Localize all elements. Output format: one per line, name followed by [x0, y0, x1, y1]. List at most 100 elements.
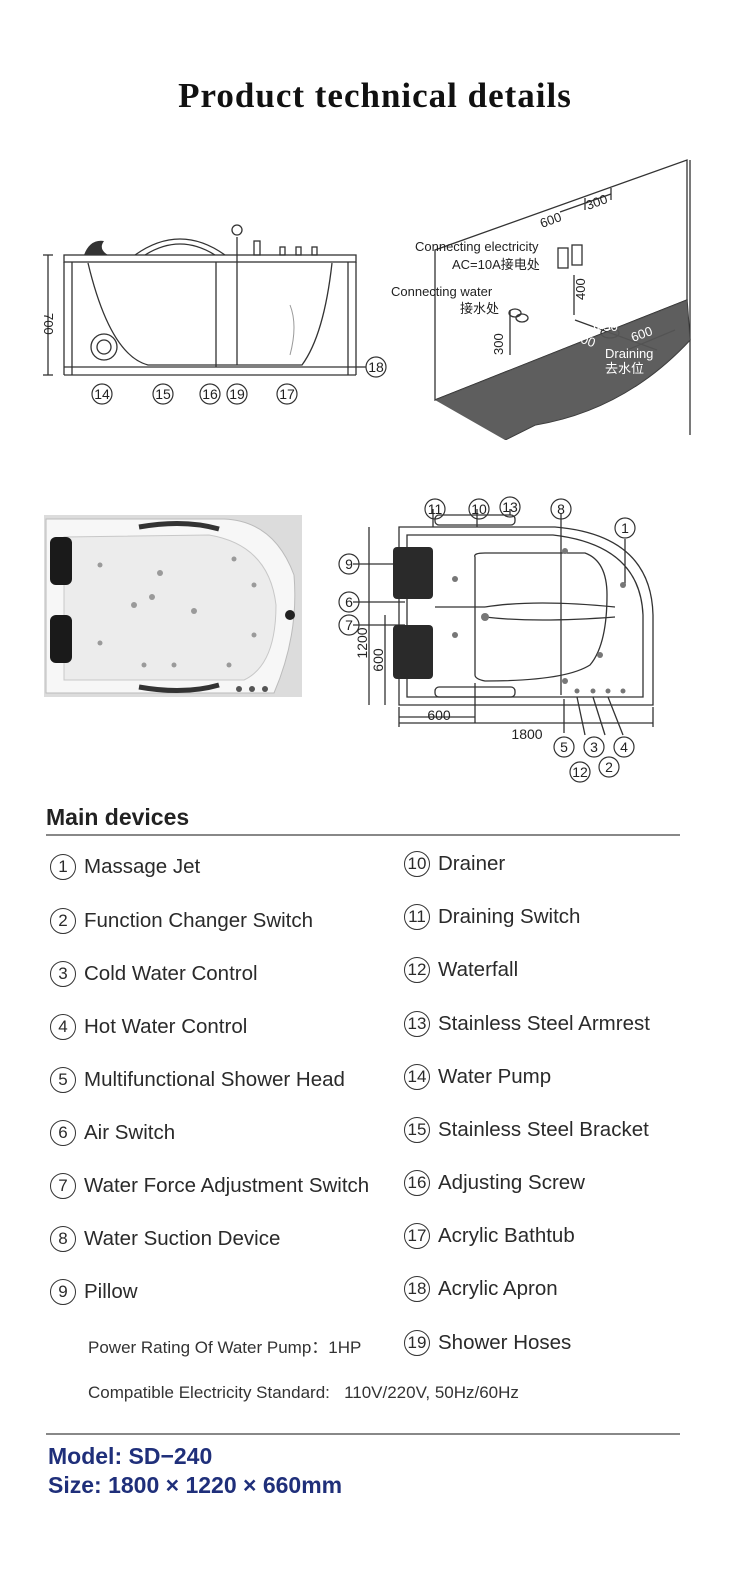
device-number: 10: [404, 851, 430, 877]
device-label: Water Suction Device: [84, 1227, 281, 1250]
device-label: Stainless Steel Armrest: [438, 1012, 650, 1035]
page-title: Product technical details: [178, 76, 572, 115]
device-label: Adjusting Screw: [438, 1171, 585, 1194]
electricity-value: 110V/220V, 50Hz/60Hz: [344, 1383, 519, 1402]
device-label: Drainer: [438, 852, 506, 875]
device-number: 4: [50, 1014, 76, 1040]
connecting-water-cn-label: 接水处: [460, 301, 499, 316]
electricity-spec: Compatible Electricity Standard: 110V/22…: [88, 1383, 519, 1403]
device-item-2: 2 Function Changer Switch: [50, 908, 313, 934]
draining-label: Draining: [605, 346, 653, 361]
draining-cn-label: 去水位: [605, 361, 644, 376]
callout-13: 13: [502, 499, 518, 515]
connecting-water-label: Connecting water: [391, 284, 493, 299]
device-label: Shower Hoses: [438, 1331, 572, 1354]
device-label: Waterfall: [438, 958, 519, 981]
callout-2: 2: [605, 759, 613, 775]
device-item-7: 7 Water Force Adjustment Switch: [50, 1173, 369, 1199]
callout-17: 17: [279, 386, 295, 402]
callout-7: 7: [345, 617, 353, 633]
device-number: 18: [404, 1276, 430, 1302]
plan-view-drawing: 11 10 13 8 1 9 6 7 5 3 4 12 2 1200 600 6…: [338, 496, 654, 783]
install-dim-300-side: 300: [491, 333, 506, 355]
callout-8: 8: [557, 501, 565, 517]
device-label: Hot Water Control: [84, 1015, 248, 1038]
device-label: Cold Water Control: [84, 962, 258, 985]
plan-dim-1800: 1800: [511, 726, 542, 742]
callout-16: 16: [202, 386, 218, 402]
install-dim-600-right: 600: [629, 323, 655, 345]
device-number: 6: [50, 1120, 76, 1146]
device-item-12: 12 Waterfall: [404, 957, 518, 983]
device-item-18: 18 Acrylic Apron: [404, 1276, 558, 1302]
device-item-4: 4 Hot Water Control: [50, 1014, 247, 1040]
device-label: Draining Switch: [438, 905, 581, 928]
device-label: Water Pump: [438, 1065, 552, 1088]
side-elevation-drawing: 700 14 15 16 19 17 18: [41, 224, 387, 405]
device-label: Multifunctional Shower Head: [84, 1068, 345, 1091]
height-dimension-700: 700: [41, 313, 56, 335]
pump-power-spec: Power Rating Of Water Pump：1HP: [88, 1333, 361, 1358]
device-number: 9: [50, 1279, 76, 1305]
callout-14: 14: [94, 386, 110, 402]
connecting-electricity-label: Connecting electricity: [415, 239, 539, 254]
callout-1: 1: [621, 520, 629, 536]
device-item-11: 11 Draining Switch: [404, 904, 580, 930]
device-item-10: 10 Drainer: [404, 851, 505, 877]
device-number: 16: [404, 1170, 430, 1196]
device-item-6: 6 Air Switch: [50, 1120, 175, 1146]
plan-dim-1200: 1200: [354, 627, 370, 658]
device-label: Massage Jet: [84, 855, 201, 878]
callout-5: 5: [560, 739, 568, 755]
callout-12: 12: [572, 764, 588, 780]
device-number: 15: [404, 1117, 430, 1143]
bathtub-photo: [44, 515, 302, 697]
callout-10: 10: [471, 501, 487, 517]
installation-drawing: 600 300 Connecting electricity AC=10A接电处…: [391, 159, 691, 440]
device-number: 2: [50, 908, 76, 934]
device-label: Function Changer Switch: [84, 909, 314, 932]
device-item-15: 15 Stainless Steel Bracket: [404, 1117, 649, 1143]
device-item-5: 5 Multifunctional Shower Head: [50, 1067, 345, 1093]
main-devices-heading: Main devices: [46, 804, 190, 830]
section-divider-bottom: [46, 1433, 680, 1435]
plan-dim-600-horizontal: 600: [427, 707, 451, 723]
device-label: Acrylic Bathtub: [438, 1224, 575, 1247]
device-number: 3: [50, 961, 76, 987]
device-item-9: 9 Pillow: [50, 1279, 138, 1305]
device-item-16: 16 Adjusting Screw: [404, 1170, 585, 1196]
electricity-label: Compatible Electricity Standard:: [88, 1383, 330, 1402]
drain-diameter-label: Φ50: [593, 319, 618, 334]
connecting-electricity-cn-label: AC=10A接电处: [452, 257, 540, 272]
device-label: Water Force Adjustment Switch: [84, 1174, 370, 1197]
device-number: 13: [404, 1011, 430, 1037]
device-number: 17: [404, 1223, 430, 1249]
device-number: 1: [50, 854, 76, 880]
device-number: 11: [404, 904, 430, 930]
callout-18: 18: [368, 359, 384, 375]
device-number: 7: [50, 1173, 76, 1199]
callout-9: 9: [345, 556, 353, 572]
pump-power-label: Power Rating Of Water Pump：: [88, 1338, 329, 1357]
device-label: Air Switch: [84, 1121, 176, 1144]
install-dim-400: 400: [573, 278, 588, 300]
callout-19: 19: [229, 386, 245, 402]
device-number: 5: [50, 1067, 76, 1093]
pump-power-value: 1HP: [328, 1338, 362, 1357]
section-divider-top: [46, 834, 680, 836]
callout-15: 15: [155, 386, 171, 402]
device-item-19: 19 Shower Hoses: [404, 1330, 571, 1356]
device-item-3: 3 Cold Water Control: [50, 961, 258, 987]
callout-6: 6: [345, 594, 353, 610]
device-label: Acrylic Apron: [438, 1277, 558, 1300]
device-label: Stainless Steel Bracket: [438, 1118, 649, 1141]
device-label: Pillow: [84, 1280, 138, 1303]
install-dim-600-left: 600: [572, 329, 598, 351]
callout-11: 11: [428, 501, 443, 517]
callout-3: 3: [590, 739, 598, 755]
device-number: 12: [404, 957, 430, 983]
device-number: 19: [404, 1330, 430, 1356]
device-item-17: 17 Acrylic Bathtub: [404, 1223, 575, 1249]
callout-4: 4: [620, 739, 628, 755]
